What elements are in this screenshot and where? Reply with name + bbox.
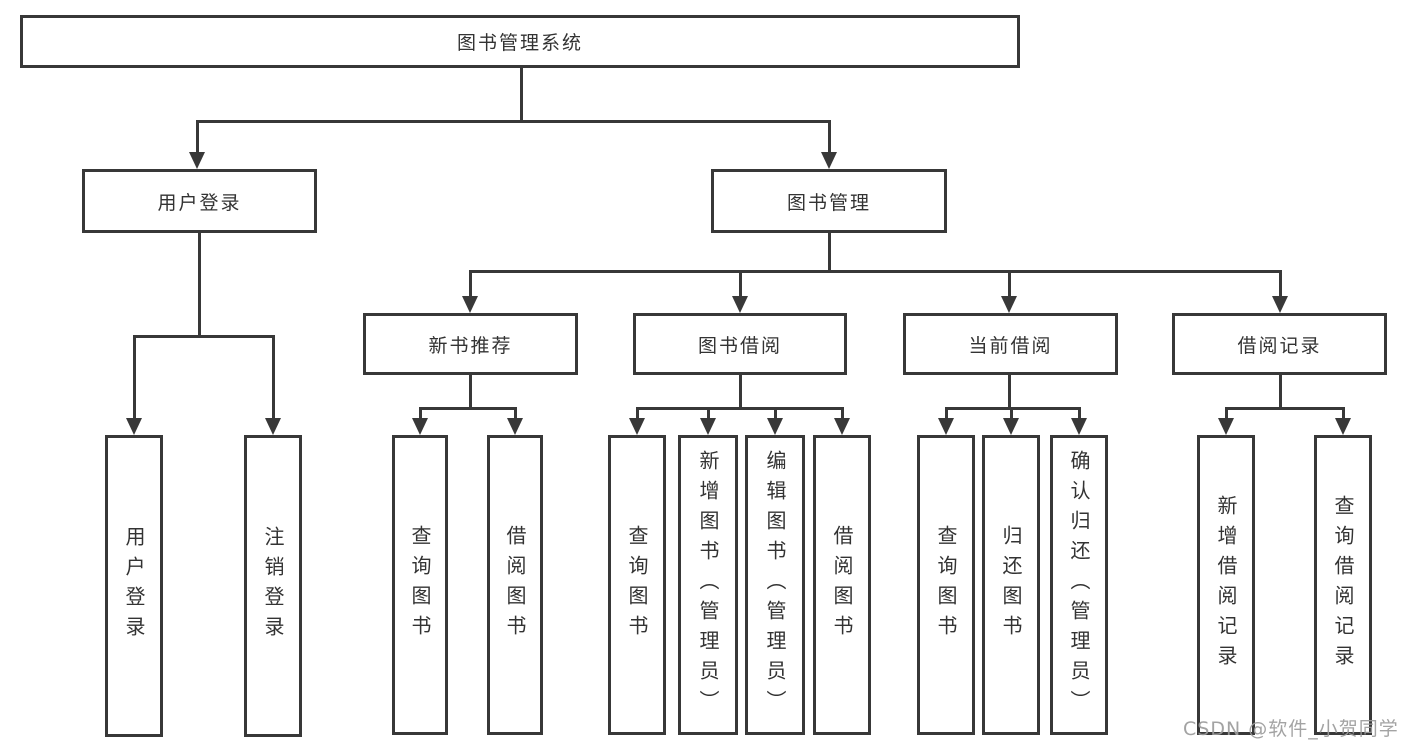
- connector-drop-do-login: [133, 335, 136, 418]
- connector-drop-user-login: [196, 120, 199, 153]
- node-leaf-bb-add-books-admin-label: 新增图书（管理员）: [696, 450, 720, 720]
- node-leaf-logout-label: 注销登录: [261, 526, 285, 646]
- node-leaf-bb-edit-books-admin-label: 编辑图书（管理员）: [763, 450, 787, 720]
- connector-drop-logout: [272, 335, 275, 418]
- connector-drop-cb-query: [945, 407, 948, 420]
- arrowhead-br-query: [1335, 418, 1351, 435]
- node-root-system: 图书管理系统: [20, 15, 1020, 68]
- arrowhead-cb-confirm: [1071, 418, 1087, 435]
- connector-book-mgmt-stem: [828, 233, 831, 270]
- node-leaf-cb-confirm-return-admin: 确认归还（管理员）: [1050, 435, 1108, 735]
- node-leaf-bb-borrow-books: 借阅图书: [813, 435, 871, 735]
- connector-drop-nb-query: [419, 407, 422, 420]
- node-leaf-cb-query-books-label: 查询图书: [934, 525, 958, 645]
- node-leaf-br-query-record: 查询借阅记录: [1314, 435, 1372, 735]
- node-leaf-do-login: 用户登录: [105, 435, 163, 737]
- node-leaf-br-add-record-label: 新增借阅记录: [1214, 495, 1238, 675]
- connector-drop-br-add: [1225, 407, 1228, 420]
- node-leaf-br-query-record-label: 查询借阅记录: [1331, 495, 1355, 675]
- connector-drop-book-mgmt: [828, 120, 831, 153]
- node-leaf-nb-borrow-books: 借阅图书: [487, 435, 543, 735]
- node-leaf-cb-return-books: 归还图书: [982, 435, 1040, 735]
- node-leaf-cb-confirm-return-admin-label: 确认归还（管理员）: [1067, 450, 1091, 720]
- connector-drop-bb-add: [707, 407, 710, 420]
- connector-drop-br-query: [1342, 407, 1345, 420]
- connector-new-books-stem: [469, 375, 472, 407]
- node-leaf-nb-query-books-label: 查询图书: [408, 525, 432, 645]
- arrowhead-user-login: [189, 152, 205, 169]
- node-borrow-records-label: 借阅记录: [1237, 334, 1322, 357]
- arrowhead-nb-borrow: [507, 418, 523, 435]
- connector-drop-bb-query: [636, 407, 639, 420]
- connector-drop-nb-borrow: [514, 407, 517, 420]
- connector-book-borrow-branch: [636, 407, 843, 410]
- node-leaf-cb-return-books-label: 归还图书: [999, 525, 1023, 645]
- node-leaf-nb-query-books: 查询图书: [392, 435, 448, 735]
- arrowhead-cb-return: [1003, 418, 1019, 435]
- node-current-borrow: 当前借阅: [903, 313, 1118, 375]
- node-leaf-cb-query-books: 查询图书: [917, 435, 975, 735]
- connector-drop-cb-confirm: [1078, 407, 1081, 420]
- connector-borrow-records-stem: [1279, 375, 1282, 407]
- connector-book-borrow-stem: [739, 375, 742, 407]
- node-current-borrow-label: 当前借阅: [968, 334, 1053, 357]
- node-book-mgmt: 图书管理: [711, 169, 947, 233]
- arrowhead-book-borrow: [732, 296, 748, 313]
- arrowhead-bb-add: [700, 418, 716, 435]
- connector-drop-current-borrow: [1008, 270, 1011, 298]
- connector-drop-bb-borrow: [841, 407, 844, 420]
- node-leaf-nb-borrow-books-label: 借阅图书: [503, 525, 527, 645]
- connector-borrow-records-branch: [1225, 407, 1344, 410]
- connector-drop-bb-edit: [774, 407, 777, 420]
- node-user-login-label: 用户登录: [157, 191, 242, 214]
- node-leaf-bb-add-books-admin: 新增图书（管理员）: [678, 435, 738, 735]
- arrowhead-bb-edit: [767, 418, 783, 435]
- connector-level3-branch: [469, 270, 1281, 273]
- connector-user-login-branch: [133, 335, 274, 338]
- arrowhead-br-add: [1218, 418, 1234, 435]
- connector-drop-borrow-records: [1279, 270, 1282, 298]
- csdn-watermark: CSDN @软件_小贺同学: [1183, 718, 1399, 740]
- node-book-borrow: 图书借阅: [633, 313, 847, 375]
- connector-user-login-stem: [198, 233, 201, 335]
- connector-drop-cb-return: [1010, 407, 1013, 420]
- node-leaf-do-login-label: 用户登录: [122, 526, 146, 646]
- connector-drop-new-books: [469, 270, 472, 298]
- arrowhead-new-books: [462, 296, 478, 313]
- arrowhead-nb-query: [412, 418, 428, 435]
- node-leaf-bb-query-books-label: 查询图书: [625, 525, 649, 645]
- arrowhead-logout: [265, 418, 281, 435]
- connector-root-stem: [520, 68, 523, 120]
- arrowhead-borrow-records: [1272, 296, 1288, 313]
- connector-current-borrow-stem: [1008, 375, 1011, 407]
- node-book-mgmt-label: 图书管理: [786, 191, 871, 214]
- node-new-books-label: 新书推荐: [428, 334, 513, 357]
- connector-drop-book-borrow: [739, 270, 742, 298]
- arrowhead-bb-borrow: [834, 418, 850, 435]
- node-new-books: 新书推荐: [363, 313, 578, 375]
- arrowhead-book-mgmt: [821, 152, 837, 169]
- node-leaf-bb-edit-books-admin: 编辑图书（管理员）: [745, 435, 805, 735]
- node-borrow-records: 借阅记录: [1172, 313, 1387, 375]
- connector-new-books-branch: [419, 407, 516, 410]
- node-user-login: 用户登录: [82, 169, 317, 233]
- arrowhead-current-borrow: [1001, 296, 1017, 313]
- arrowhead-do-login: [126, 418, 142, 435]
- node-leaf-logout: 注销登录: [244, 435, 302, 737]
- node-leaf-bb-query-books: 查询图书: [608, 435, 666, 735]
- node-root-label: 图书管理系统: [456, 32, 583, 54]
- connector-level2-branch: [196, 120, 830, 123]
- arrowhead-cb-query: [938, 418, 954, 435]
- node-leaf-bb-borrow-books-label: 借阅图书: [830, 525, 854, 645]
- node-book-borrow-label: 图书借阅: [697, 334, 782, 357]
- node-leaf-br-add-record: 新增借阅记录: [1197, 435, 1255, 735]
- arrowhead-bb-query: [629, 418, 645, 435]
